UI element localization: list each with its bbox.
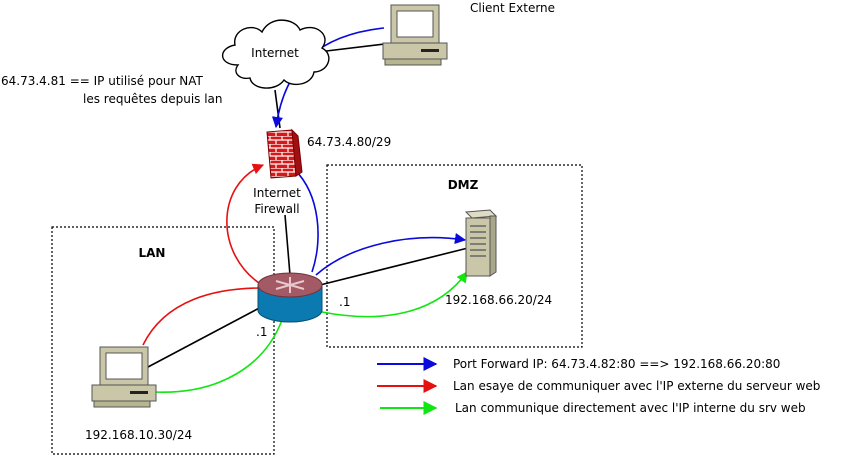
- cloud-icon: [221, 19, 330, 89]
- link-router-lanpc: [147, 304, 266, 368]
- dmz-label: DMZ: [448, 178, 479, 192]
- firewall-label-line2: Firewall: [254, 202, 299, 216]
- lan-zone: [51, 226, 275, 455]
- computer-icon: [382, 4, 448, 66]
- lan-label: LAN: [139, 246, 166, 260]
- legend: Port Forward IP: 64.73.4.82:80 ==> 192.1…: [377, 357, 820, 415]
- link-cloud-client: [317, 43, 386, 53]
- flow-green-lanpc-to-router: [152, 319, 283, 393]
- firewall-icon: [266, 128, 303, 179]
- firewall-ip-label: 64.73.4.80/29: [307, 135, 391, 149]
- flow-blue-router-to-server: [315, 233, 467, 276]
- flow-green-router-to-server: [321, 271, 468, 318]
- nat-annotation-line1: 64.73.4.81 == IP utilisé pour NAT: [1, 74, 204, 88]
- flow-red-router-to-firewall: [226, 163, 265, 286]
- dmz-zone: [326, 164, 583, 348]
- client-externe-label: Client Externe: [470, 1, 555, 15]
- firewall-label-line1: Internet: [253, 186, 301, 200]
- legend-text-red: Lan esaye de communiquer avec l'IP exter…: [453, 379, 820, 393]
- flow-red-lanpc-to-router: [142, 287, 263, 346]
- router-icon: [257, 272, 323, 323]
- lan-pc-ip-label: 192.168.10.30/24: [85, 428, 192, 442]
- internet-label: Internet: [251, 46, 299, 60]
- link-router-server: [319, 247, 469, 286]
- router-dmz-interface-label: .1: [339, 295, 350, 309]
- nat-annotation-line2: les requêtes depuis lan: [83, 92, 223, 106]
- link-firewall-router: [284, 214, 291, 276]
- computer-icon: [91, 346, 157, 408]
- legend-text-green: Lan communique directement avec l'IP int…: [455, 401, 806, 415]
- legend-text-blue: Port Forward IP: 64.73.4.82:80 ==> 192.1…: [453, 357, 780, 371]
- flow-blue-firewall-to-router: [294, 169, 319, 273]
- router-lan-interface-label: .1: [256, 325, 267, 339]
- server-ip-label: 192.168.66.20/24: [445, 293, 552, 307]
- server-icon: [464, 209, 498, 277]
